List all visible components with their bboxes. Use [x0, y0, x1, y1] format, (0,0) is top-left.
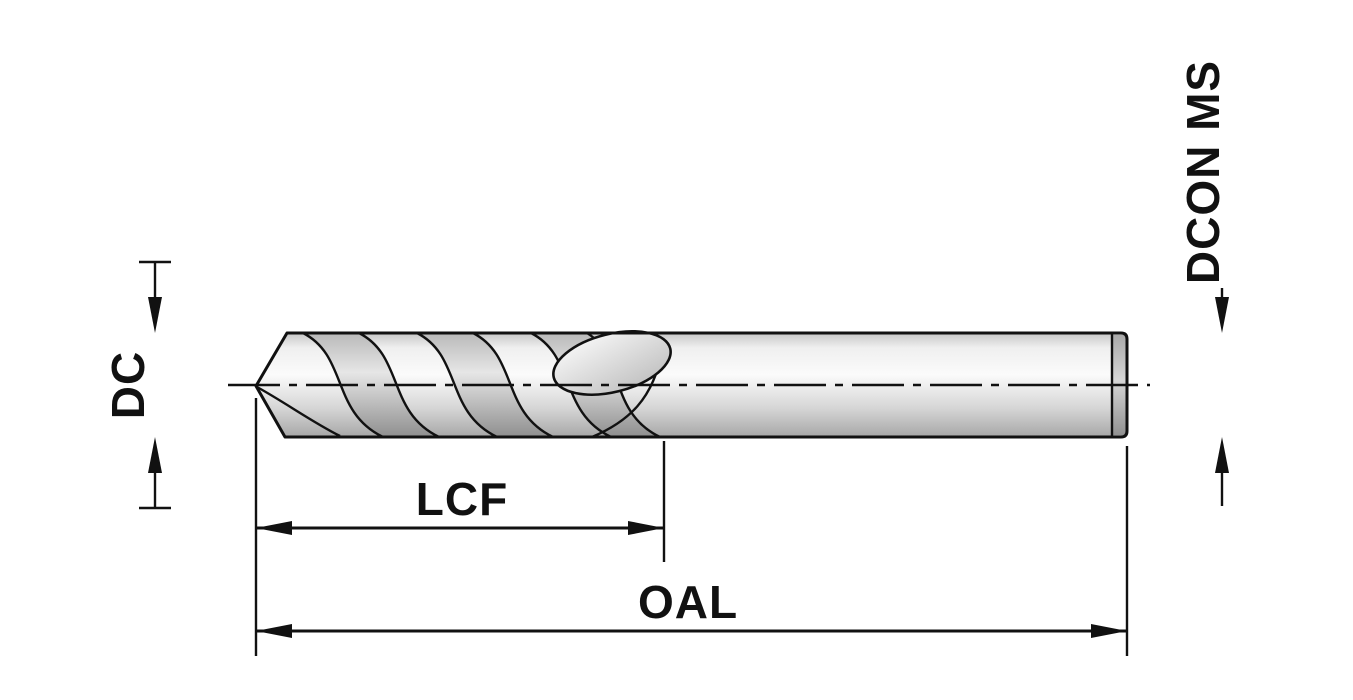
dc-dimension: DC [102, 260, 171, 510]
dcon-arrow-top [1215, 297, 1229, 333]
dc-arrow-top [148, 297, 162, 333]
oal-dimension: OAL [256, 446, 1129, 656]
flute-runout-ellipse [552, 330, 672, 396]
dcon-label: DCON MS [1177, 60, 1229, 284]
oal-arrow-left [256, 624, 292, 638]
dcon-arrow-bottom [1215, 437, 1229, 473]
dc-arrow-bottom [148, 437, 162, 473]
oal-arrow-right [1091, 624, 1127, 638]
lcf-label: LCF [416, 473, 508, 525]
tip-lip-curve [256, 385, 341, 438]
lcf-dimension: LCF [254, 398, 666, 656]
oal-label: OAL [638, 576, 738, 628]
dcon-dimension: DCON MS [1177, 60, 1229, 506]
dc-label: DC [102, 351, 154, 419]
lcf-arrow-right [628, 521, 664, 535]
drill-body [254, 330, 1129, 439]
lcf-arrow-left [256, 521, 292, 535]
